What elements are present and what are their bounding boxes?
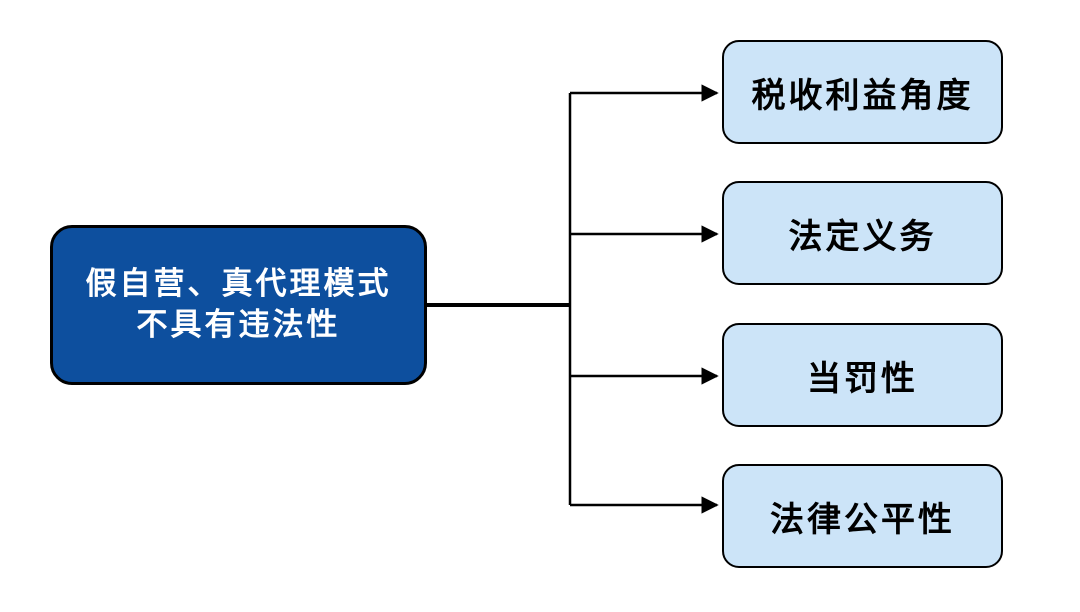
branch-node-label: 法律公平性 <box>770 501 955 539</box>
branch-node-label: 法定义务 <box>788 218 937 256</box>
root-node: 假自营、真代理模式 不具有违法性 <box>50 225 427 385</box>
branch-node-label: 当罚性 <box>807 360 918 398</box>
root-node-label-line1: 假自营、真代理模式 <box>85 266 392 302</box>
root-node-label-line2: 不具有违法性 <box>136 307 341 342</box>
branch-node-label: 税收利益角度 <box>751 77 974 115</box>
branch-node-tax-benefit: 税收利益角度 <box>722 40 1003 144</box>
branch-node-legal-fairness: 法律公平性 <box>722 464 1003 568</box>
branch-node-legal-obligation: 法定义务 <box>722 181 1003 285</box>
branch-node-punishability: 当罚性 <box>722 323 1003 427</box>
